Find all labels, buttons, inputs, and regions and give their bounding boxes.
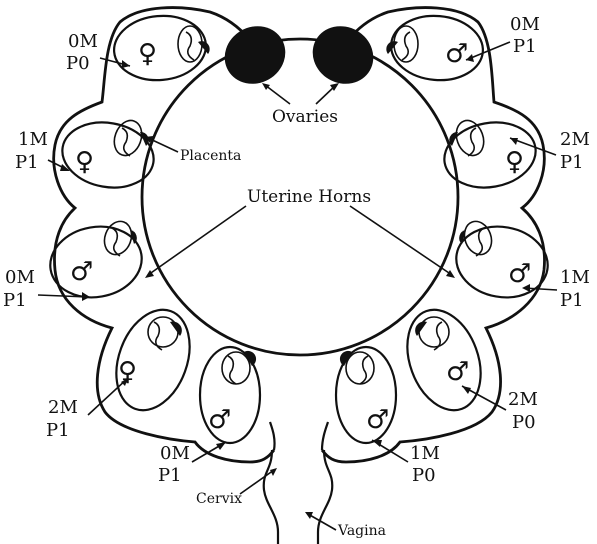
fetal-sac-9	[443, 119, 537, 189]
label-m-1: 0M	[68, 31, 98, 52]
label-p-1: P0	[66, 53, 90, 74]
label-m-10: 0M	[510, 14, 540, 35]
ovaries-arrow-left	[264, 84, 291, 105]
label-placenta: Placenta	[180, 148, 241, 164]
label-m-7: 2M	[508, 389, 538, 410]
label-p-10: P1	[513, 36, 537, 57]
cervix-arrow	[239, 469, 275, 495]
fetal-sac-3	[49, 220, 143, 299]
sex-symbol-10: ♂	[445, 39, 468, 69]
sex-symbol-5: ♂	[208, 405, 231, 435]
label-m-6: 1M	[410, 443, 440, 464]
cervix-wall-right	[316, 421, 334, 544]
fetal-sac-10	[386, 14, 485, 82]
label-p-2: P1	[15, 152, 39, 173]
sex-symbol-4: ♀	[118, 357, 137, 387]
label-m-9: 2M	[560, 129, 590, 150]
label-m-5: 0M	[160, 443, 190, 464]
label-m-4: 2M	[48, 397, 78, 418]
uterine-horns-outline	[140, 37, 460, 357]
sex-symbol-2: ♀	[75, 147, 94, 177]
fetal-sac-2	[61, 119, 155, 189]
vagina-arrow	[307, 513, 337, 531]
ovary-left	[224, 26, 286, 84]
sex-symbol-3: ♂	[70, 257, 93, 287]
fetal-sac-7	[406, 308, 482, 412]
arrowheads	[60, 54, 530, 450]
uterine-horns-arrow-left	[147, 205, 247, 276]
label-p-7: P0	[512, 412, 536, 433]
label-m-3: 0M	[5, 267, 35, 288]
sex-symbol-7: ♂	[446, 357, 469, 387]
label-p-6: P0	[412, 465, 436, 486]
label-uterine-horns: Uterine Horns	[247, 187, 371, 207]
sex-symbol-8: ♂	[508, 259, 531, 289]
fetal-sac-8	[455, 220, 549, 299]
label-p-5: P1	[158, 465, 182, 486]
fetal-sac-6	[334, 345, 398, 445]
sex-symbol-6: ♂	[366, 405, 389, 435]
uterine-horns-arrow-right	[349, 205, 453, 276]
uterus-outer-wall	[52, 6, 276, 464]
label-cervix: Cervix	[196, 491, 242, 507]
label-p-8: P1	[560, 290, 584, 311]
uterus-outer-wall-right	[320, 6, 546, 464]
label-p-9: P1	[560, 152, 584, 173]
cervix-wall-left	[262, 421, 280, 544]
fetal-sac-4	[115, 308, 191, 412]
sex-symbol-9: ♀	[505, 147, 524, 177]
placenta-arrow	[147, 137, 179, 153]
fetal-sac-5	[198, 345, 262, 445]
label-m-8: 1M	[560, 267, 590, 288]
label-p-4: P1	[46, 420, 70, 441]
sex-symbol-1: ♀	[138, 39, 157, 69]
fetal-sac-1	[112, 14, 210, 82]
label-p-3: P1	[3, 290, 27, 311]
label-ovaries: Ovaries	[272, 107, 338, 127]
label-m-2: 1M	[18, 129, 48, 150]
label-vagina: Vagina	[337, 523, 386, 539]
ovary-right	[312, 26, 374, 84]
